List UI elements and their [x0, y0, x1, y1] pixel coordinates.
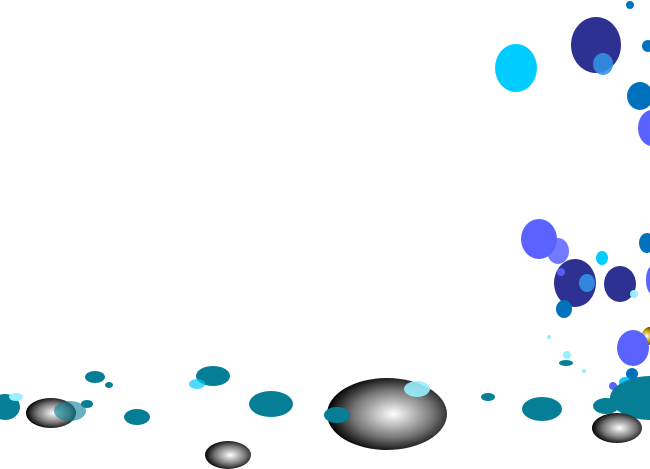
teal-bubble — [249, 391, 293, 417]
blue-bubble — [639, 233, 650, 253]
teal-bubble — [522, 397, 562, 421]
teal-bubble — [196, 366, 230, 386]
gray-gradient-bubble — [592, 413, 642, 443]
light-blue-bubble — [579, 274, 595, 292]
periwinkle-bubble — [638, 110, 650, 146]
teal-bubble — [105, 382, 113, 388]
pale-cyan-bubble — [563, 351, 571, 359]
teal-bubble — [85, 371, 105, 383]
cyan-bubble — [596, 251, 608, 265]
periwinkle-bubble — [547, 238, 569, 264]
pale-cyan-bubble — [547, 335, 551, 339]
teal-bubble — [124, 409, 150, 425]
blue-bubble — [627, 82, 650, 110]
teal-bubble — [481, 393, 495, 401]
teal-bubble — [559, 360, 573, 366]
periwinkle-bubble — [646, 266, 650, 294]
pale-cyan-bubble — [9, 393, 23, 401]
cyan-bubble — [495, 44, 537, 92]
blue-bubble — [626, 368, 638, 380]
pale-cyan-bubble — [404, 381, 430, 397]
teal-bubble — [593, 398, 619, 414]
cyan-bubble — [189, 379, 205, 389]
light-blue-bubble — [593, 53, 613, 75]
blue-bubble — [626, 1, 634, 9]
teal-bubble — [324, 407, 350, 423]
pale-cyan-bubble — [582, 369, 586, 373]
blue-bubble — [556, 300, 572, 318]
teal-bubble — [81, 400, 93, 408]
teal-bubble — [54, 401, 86, 421]
periwinkle-bubble — [617, 330, 649, 366]
gray-gradient-bubble — [205, 441, 251, 469]
periwinkle-bubble — [557, 268, 565, 276]
blue-bubble — [642, 40, 650, 52]
teal-bubble — [610, 376, 650, 420]
navy-bubble — [604, 266, 636, 302]
pale-cyan-bubble — [630, 290, 638, 298]
